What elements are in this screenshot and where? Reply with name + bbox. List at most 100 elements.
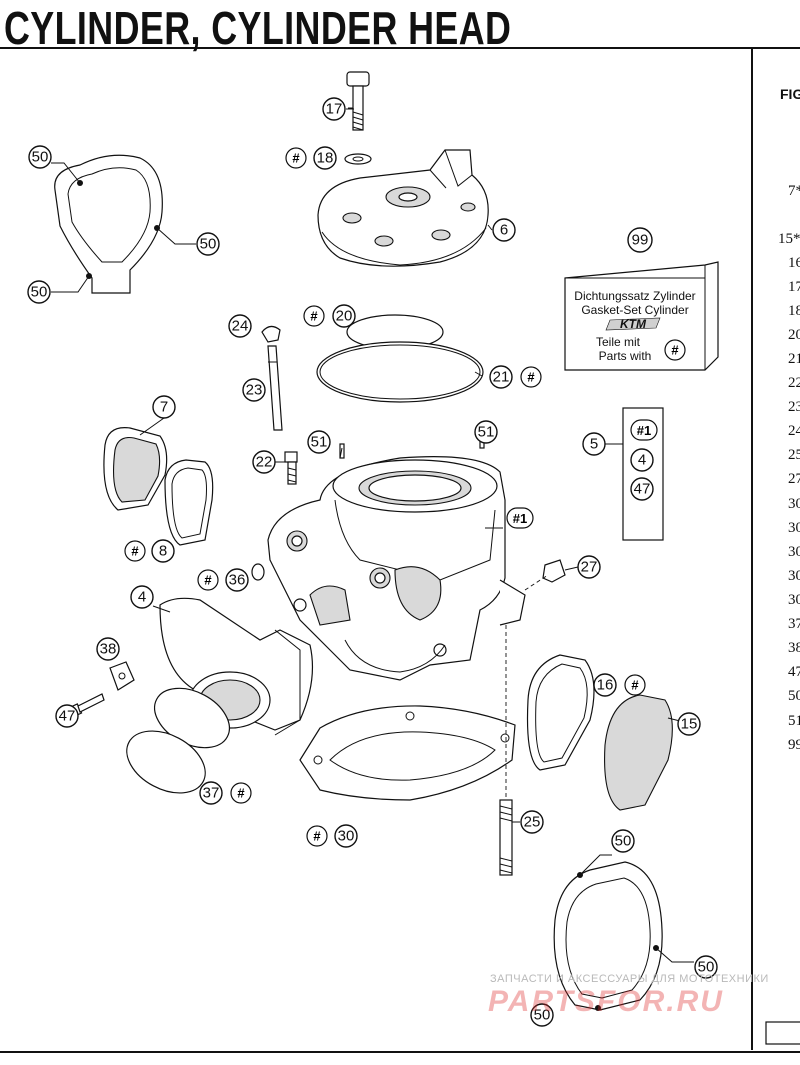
callout-7: 7 [152,395,176,419]
callout-51-a: 51 [307,430,331,454]
svg-text:36: 36 [229,572,246,589]
hash-marker-18: # [285,147,307,169]
fig-list-item: 27 [788,471,800,487]
callout-38: 38 [96,637,120,661]
svg-text:4: 4 [138,589,146,606]
svg-text:50: 50 [698,959,715,976]
gasket-8 [164,459,214,546]
callout-30: 30 [334,824,358,848]
svg-text:#: # [292,151,300,166]
callout-36: 36 [225,568,249,592]
cover-15 [604,694,673,811]
fig-list-item: 30 [788,592,800,608]
callout-21: 21 [489,365,513,389]
svg-text:22: 22 [256,454,273,471]
svg-text:#1: #1 [513,511,527,526]
svg-text:8: 8 [159,543,167,560]
callout-set-4: 4 [630,448,654,472]
svg-text:#: # [671,343,679,358]
fig-list-item: 18 [788,303,800,319]
callout-23: 23 [242,378,266,402]
fig-list-item: 24 [788,423,800,439]
callout-6: 6 [492,218,516,242]
fig-list-item: 7* [788,183,800,199]
gasket-50-top [54,154,163,294]
callout-50-e: 50 [694,955,718,979]
svg-text:47: 47 [59,708,76,725]
plate-38 [109,661,135,691]
hash-marker-30: # [306,825,328,847]
svg-text:50: 50 [615,833,632,850]
bolt-17 [346,71,370,131]
svg-text:50: 50 [32,149,49,166]
kit-line-1: Dichtungssatz Zylinder [574,289,695,303]
callout-51-b: 51 [474,420,498,444]
o-ring-36 [251,563,265,581]
callout-37: 37 [199,781,223,805]
callout-25: 25 [520,810,544,834]
svg-text:27: 27 [581,559,598,576]
o-ring-37b [126,730,206,794]
pin-51-left [339,443,345,459]
hash-marker-21: # [520,366,542,388]
callout-16: 16 [593,673,617,697]
nut-27 [542,559,566,583]
svg-text:50: 50 [31,284,48,301]
svg-text:#: # [527,370,535,385]
svg-text:50: 50 [200,236,217,253]
callout-47: 47 [55,704,79,728]
gasket-kit-label: Dichtungssatz Zylinder Gasket-Set Cylind… [574,289,695,363]
fig-list-item: 17 [788,279,800,295]
washer-18 [344,153,372,165]
svg-text:21: 21 [493,369,510,386]
kit-line-2: Gasket-Set Cylinder [581,303,688,317]
svg-text:#: # [204,573,212,588]
page-title: CYLINDER, CYLINDER HEAD [4,2,512,54]
stud-25 [499,799,513,876]
page-tab [765,1021,800,1045]
svg-text:25: 25 [524,814,541,831]
hose-23 [267,345,283,431]
svg-text:#1: #1 [637,423,651,438]
nipple-22 [284,451,298,485]
callout-50-f: 50 [530,1003,554,1027]
watermark-tagline: ЗАПЧАСТИ И АКСЕССУАРЫ ДЛЯ МОТОТЕХНИКИ [490,973,769,985]
hash-marker-37: # [230,782,252,804]
callout-20: 20 [332,304,356,328]
hash-marker-8: # [124,540,146,562]
svg-text:#: # [237,786,245,801]
fig-list-item: 99 [788,737,800,753]
fig-list-item: 22 [788,375,800,391]
fig-list-item: 30 [788,520,800,536]
fig-list-item: 23 [788,399,800,415]
fig-list-item: 16 [788,255,800,271]
kit-line-3: Teile mit [596,335,641,349]
callout-50-c: 50 [27,280,51,304]
callout-18: 18 [313,146,337,170]
svg-text:38: 38 [100,641,117,658]
hash-marker-36: # [197,569,219,591]
fig-list-item: 15* [778,231,800,247]
fig-list-item: 37 [788,616,800,632]
svg-text:30: 30 [338,828,355,845]
svg-text:15: 15 [681,716,698,733]
gasket-16 [526,654,595,771]
base-gasket-30 [299,705,516,801]
svg-text:18: 18 [317,150,334,167]
fig-list-item: 50 [788,688,800,704]
hash-marker-kit: # [664,339,686,361]
callout-17: 17 [322,97,346,121]
fig-list-item: 30 [788,544,800,560]
callout-27: 27 [577,555,601,579]
fig-list-item: 20 [788,327,800,343]
svg-text:#: # [131,544,139,559]
svg-text:6: 6 [500,222,508,239]
fig-list-item: 47 [788,664,800,680]
fig-list-item: 38 [788,640,800,656]
watermark-logo: PARTSFOR.RU [488,985,724,1018]
svg-text:5: 5 [590,436,598,453]
callout-24: 24 [228,314,252,338]
hash-marker-20: # [303,305,325,327]
callout-50-a: 50 [28,145,52,169]
